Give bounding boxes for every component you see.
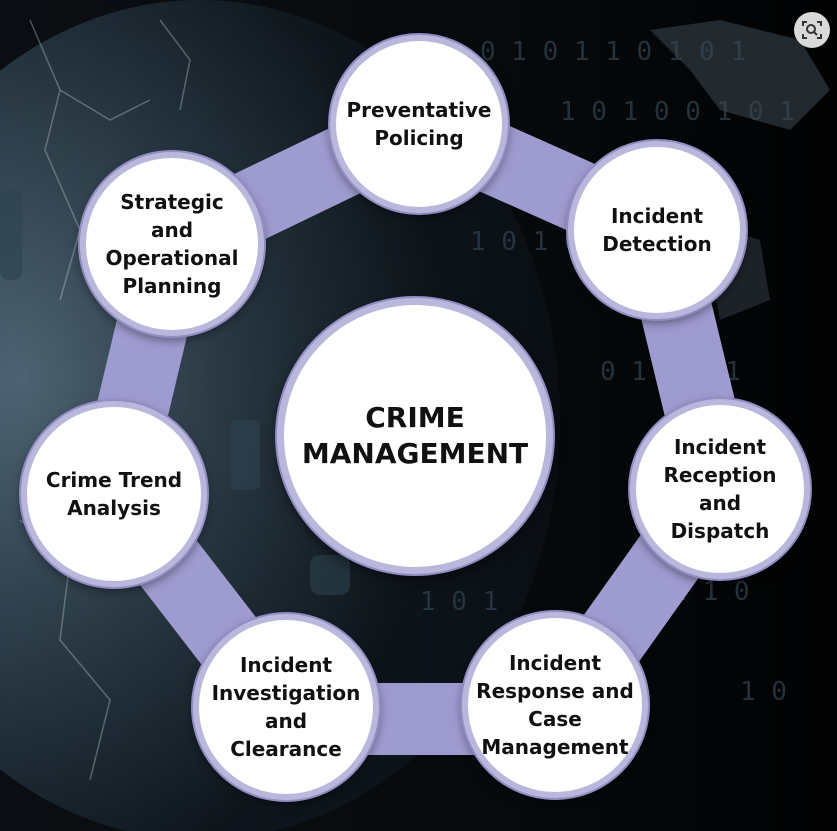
node-incident-detection: Incident Detection xyxy=(568,141,746,319)
svg-text:1 0 1 0: 1 0 1 0 xyxy=(470,227,580,257)
visual-search-icon xyxy=(802,21,822,39)
node-preventative-policing: Preventative Policing xyxy=(330,35,508,213)
svg-text:1 0 1: 1 0 1 xyxy=(420,587,498,617)
svg-text:1 0: 1 0 xyxy=(740,677,787,707)
node-label: Incident Investigation and Clearance xyxy=(211,653,361,761)
node-label: Strategic and Operational Planning xyxy=(105,190,239,298)
node-crime-trend-analysis: Crime Trend Analysis xyxy=(21,401,207,587)
node-incident-response-case-management: Incident Response and Case Management xyxy=(462,612,648,798)
node-incident-reception-dispatch: Incident Reception and Dispatch xyxy=(630,399,810,579)
center-label: CRIME MANAGEMENT xyxy=(301,401,529,470)
center-hub: CRIME MANAGEMENT xyxy=(277,298,553,574)
node-label: Incident Reception and Dispatch xyxy=(663,435,777,543)
node-strategic-operational-planning: Strategic and Operational Planning xyxy=(80,152,264,336)
node-label: Incident Response and Case Management xyxy=(476,651,634,759)
node-label: Preventative Policing xyxy=(346,98,492,150)
node-label: Incident Detection xyxy=(602,204,712,256)
node-label: Crime Trend Analysis xyxy=(45,468,183,520)
visual-search-button[interactable] xyxy=(794,12,830,48)
node-incident-investigation-clearance: Incident Investigation and Clearance xyxy=(193,614,379,800)
